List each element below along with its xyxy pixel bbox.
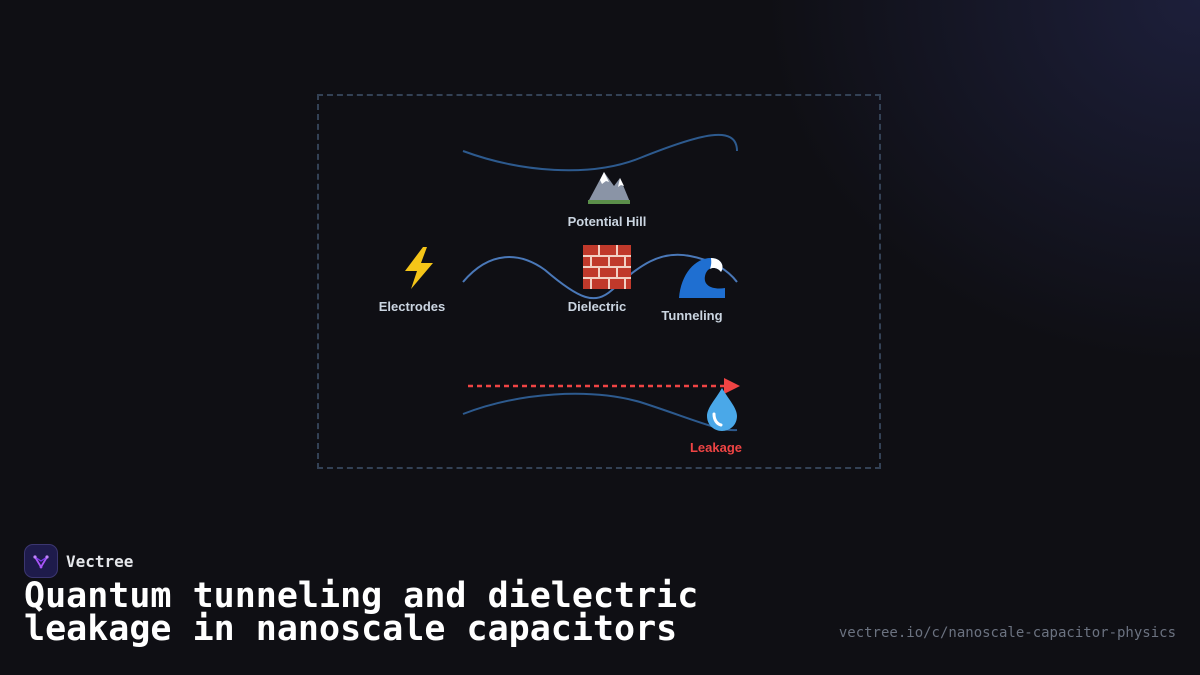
electrodes-label: Electrodes [378, 299, 446, 314]
brick-icon [583, 245, 631, 297]
dielectric-label: Dielectric [567, 299, 627, 314]
diagram-frame [317, 94, 881, 469]
potential-hill-wave [462, 133, 738, 172]
lightning-icon [397, 245, 441, 299]
source-url[interactable]: vectree.io/c/nanoscale-capacitor-physics [838, 625, 1176, 641]
wave-icon [677, 254, 727, 308]
leakage-wave [462, 392, 738, 432]
leakage-label: Leakage [689, 440, 743, 455]
brand-name: Vectree [66, 551, 134, 571]
droplet-icon [703, 386, 741, 440]
leakage-arrow-head [724, 378, 740, 394]
page-title: Quantum tunneling and dielectric leakage… [24, 576, 699, 649]
potential-hill-label: Potential Hill [567, 214, 647, 229]
mountain-icon [584, 162, 632, 214]
tunneling-label: Tunneling [661, 308, 723, 323]
tunneling-wave [462, 253, 738, 300]
vectree-logo-icon [24, 544, 58, 578]
brand: Vectree [24, 544, 133, 578]
